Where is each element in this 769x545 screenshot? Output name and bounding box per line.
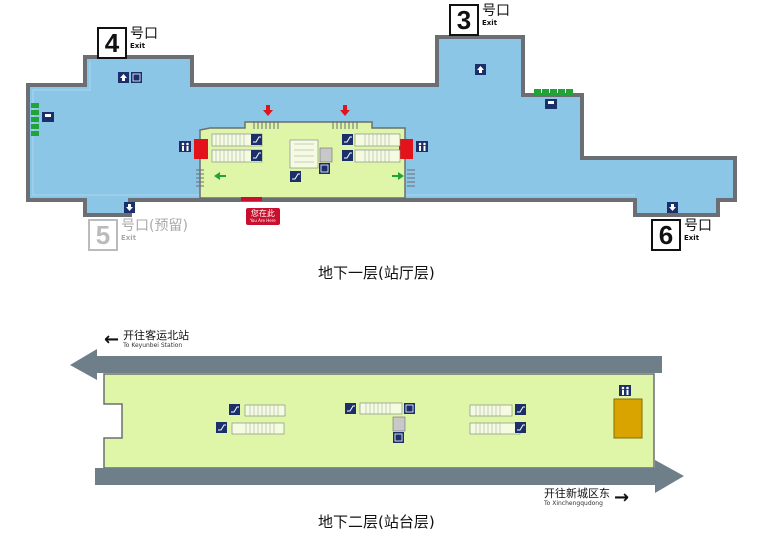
elevator-icon xyxy=(404,403,415,414)
exit-6-zh: 号口 xyxy=(684,218,712,234)
escalator-icon xyxy=(251,150,262,161)
exit-5-en: Exit xyxy=(121,234,137,242)
toilet-icon xyxy=(179,141,191,152)
entry-arrows xyxy=(263,105,350,116)
toilet-icon xyxy=(416,141,428,152)
escalator-icon xyxy=(290,171,301,182)
direction-east-zh: 开往新城区东 xyxy=(544,487,610,500)
you-are-here-en: You Are Here xyxy=(250,218,276,223)
ticket-machine-icon xyxy=(545,99,557,109)
escalator-stripes xyxy=(215,134,390,163)
direction-west-label: ← 开往客运北站 To Keyunbei Station xyxy=(104,330,189,349)
escalator-icon xyxy=(229,404,240,415)
exit-4-en: Exit xyxy=(130,42,146,50)
ticket-machine-icon xyxy=(42,112,54,122)
concourse-floor-plan xyxy=(26,35,737,217)
you-are-here-zh: 您在此 xyxy=(250,209,275,218)
elevator-icon xyxy=(131,72,142,83)
toilet-icon xyxy=(619,385,631,396)
exit-3-number: 3 xyxy=(449,4,479,36)
platform-floor-plan xyxy=(70,349,684,493)
exit-arrow-icon xyxy=(475,64,486,75)
escalator-icon xyxy=(342,134,353,145)
escalator-icon xyxy=(216,422,227,433)
arrow-left-icon: ← xyxy=(104,328,120,350)
exit-5-number: 5 xyxy=(88,219,118,251)
fare-gates-top xyxy=(253,121,358,129)
platform-floor-label: 地下二层(站台层) xyxy=(318,513,435,531)
concourse-elevator-shaft xyxy=(319,147,333,163)
exit-6-label: 6 号口 Exit xyxy=(651,219,712,251)
staff-room-door xyxy=(613,398,643,439)
platform-elevator-shaft xyxy=(392,416,406,432)
you-are-here-badge: 您在此 You Are Here xyxy=(246,208,280,225)
escalator-icon xyxy=(515,404,526,415)
escalator-icon xyxy=(515,422,526,433)
exit-arrow-icon xyxy=(667,202,678,213)
platform-icons xyxy=(216,385,631,443)
ticket-machines-left xyxy=(31,103,39,136)
flow-arrows xyxy=(214,172,404,180)
exit-3-zh: 号口 xyxy=(482,3,510,19)
escalator-icon xyxy=(342,150,353,161)
exit-arrow-icon xyxy=(124,202,135,213)
exit-4-zh: 号口 xyxy=(130,26,158,42)
island-platform xyxy=(103,373,655,469)
exit-3-label: 3 号口 Exit xyxy=(449,4,510,36)
track-westbound xyxy=(70,349,662,380)
direction-west-en: To Keyunbei Station xyxy=(123,342,183,349)
direction-east-label: 开往新城区东 To Xinchengqudong → xyxy=(544,488,629,507)
exit-4-label: 4 号口 Exit xyxy=(97,27,158,59)
arrow-right-icon: → xyxy=(614,486,630,508)
you-are-here-marker xyxy=(241,197,262,201)
gate-left xyxy=(194,139,208,159)
exit-4-number: 4 xyxy=(97,27,127,59)
concourse-icons xyxy=(42,64,678,213)
escalator-icon xyxy=(251,134,262,145)
exit-3-en: Exit xyxy=(482,19,498,27)
direction-east-en: To Xinchengqudong xyxy=(544,500,603,507)
escalator-icon xyxy=(345,403,356,414)
fare-gates-side xyxy=(196,169,415,187)
concourse-floor-label: 地下一层(站厅层) xyxy=(318,264,435,282)
elevator-icon xyxy=(393,432,404,443)
elevator-icon xyxy=(319,163,330,174)
exit-6-number: 6 xyxy=(651,219,681,251)
exit-5-zh: 号口(预留) xyxy=(121,218,188,234)
exit-6-en: Exit xyxy=(684,234,700,242)
direction-west-zh: 开往客运北站 xyxy=(123,329,190,342)
ticket-machines-right xyxy=(534,89,573,95)
exit-5-label: 5 号口(预留) Exit xyxy=(88,219,188,251)
platform-escalator-stripes xyxy=(245,403,501,434)
gate-right xyxy=(399,139,413,159)
exit-arrow-icon xyxy=(118,72,129,83)
track-eastbound xyxy=(95,460,684,493)
